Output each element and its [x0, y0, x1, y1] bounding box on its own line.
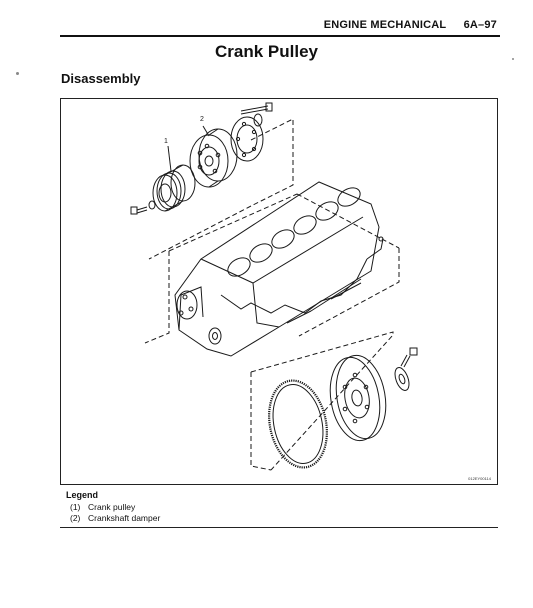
engine-illustration: 2 1: [130, 102, 418, 471]
callout-1: 1: [164, 138, 168, 145]
legend-item-label: Crankshaft damper: [88, 513, 161, 523]
legend-title: Legend: [66, 490, 99, 500]
cylinder-block-icon: [174, 181, 384, 357]
engine-plane: [144, 193, 400, 344]
legend: Legend (1) Crank pulley (2) Crankshaft d…: [60, 489, 498, 528]
page-header: ENGINE MECHANICAL 6A–97: [324, 19, 497, 31]
scan-artifact: [512, 58, 514, 60]
legend-item-number: (1): [70, 502, 81, 512]
flywheel-icon: [329, 354, 387, 442]
legend-item: (1) Crank pulley: [70, 502, 160, 513]
exploded-view-figure: 2 1: [60, 98, 498, 485]
page-number: 6A–97: [463, 19, 497, 31]
legend-item: (2) Crankshaft damper: [70, 513, 160, 524]
section-title: ENGINE MECHANICAL: [323, 19, 447, 31]
pulley-plane: [148, 118, 294, 260]
section-subtitle: Disassembly: [61, 71, 141, 86]
legend-item-number: (2): [70, 513, 81, 523]
flywheel-plane: [250, 331, 394, 471]
crankshaft-damper-icon: [189, 128, 238, 188]
page-title: Crank Pulley: [215, 42, 318, 61]
callout-2: 2: [200, 116, 204, 123]
figure-code: 012EY00114: [468, 476, 491, 481]
flywheel-bolt-icon: [394, 347, 418, 391]
damper-plate-icon: [230, 116, 264, 162]
pulley-bolt-icon: [130, 200, 156, 215]
ring-gear-icon: [268, 379, 328, 469]
scan-artifact: [16, 72, 19, 75]
crank-pulley-icon: [152, 164, 196, 212]
header-rule: [60, 35, 500, 37]
legend-list: (1) Crank pulley (2) Crankshaft damper: [70, 502, 160, 524]
legend-item-label: Crank pulley: [88, 502, 136, 512]
damper-bolt-icon: [240, 102, 273, 127]
